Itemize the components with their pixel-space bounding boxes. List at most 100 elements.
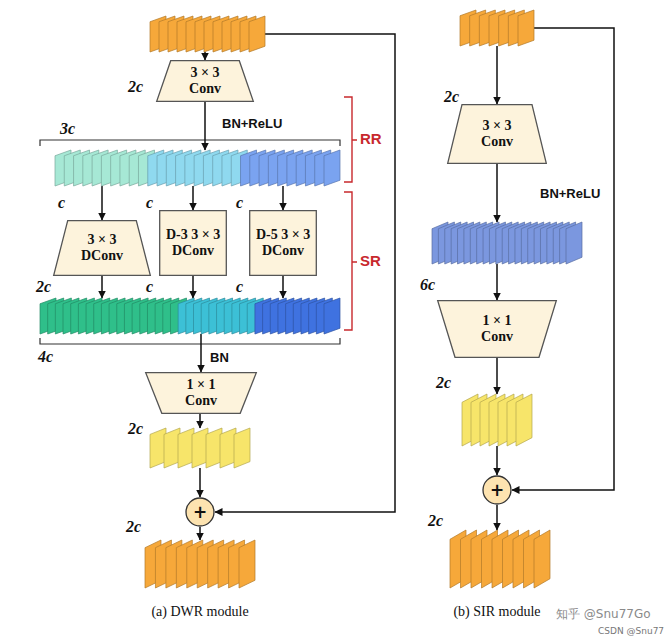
arrow-connector [496,505,498,530]
feature-sheet [324,298,340,334]
feature-map-stack: 2c [450,530,550,588]
conv-label: D-3 3 × 3 DConv [164,227,222,258]
conv-block: 3 × 3 DConv [53,220,151,276]
channel-label: 2c [428,512,443,530]
conv-outline [54,221,151,276]
feature-sheet [164,428,180,468]
sub-caption: (b) SIR module [453,604,540,620]
arrow-connector [496,264,498,300]
channel-label: c [146,278,153,296]
conv-label: D-5 3 × 3 DConv [254,227,312,258]
stack-shape [145,540,255,588]
arrow-connector [199,414,201,428]
add-sign: + [193,504,207,521]
conv-label: 1 × 1 Conv [468,313,526,344]
feature-sheet [234,428,250,468]
channel-label: 2c [128,78,143,96]
feature-map-stack: 6c [432,222,582,264]
conv-outline [146,373,257,414]
conv-label: 3 × 3 Conv [468,118,526,149]
sr-bracket [344,192,357,330]
conv-block: 1 × 1 Conv [437,300,557,358]
channel-label: 4c [38,348,53,366]
feature-sheet [324,150,340,186]
add-outline [483,476,511,504]
conv-block: 3 × 3 Conv [156,60,254,102]
stack-shape [55,150,340,186]
arrow-connector [496,46,498,104]
channel-label: 6c [420,276,435,294]
sub-caption: (a) DWR module [151,604,248,620]
arrow-connector [215,34,395,512]
arrow-connector [200,334,202,372]
arrow-connector [101,276,103,298]
feature-sheet [150,428,166,468]
stack-shape [150,428,250,468]
feature-map-stack: 2c [150,428,250,468]
rr-bracket [344,97,357,182]
channel-label: 2c [436,374,451,392]
feature-map-stack: 2c [462,394,532,446]
channel-label: 2c [126,518,141,536]
conv-outline [448,105,547,164]
arrow-connector [496,164,498,222]
conv-block: 3 × 3 Conv [447,104,547,164]
feature-sheet [516,394,532,446]
op-note: BN+ReLU [540,186,600,201]
arrow-connector [199,468,201,497]
arrow-connector [204,52,206,60]
watermark: 知乎 @Snu77Go [556,606,651,623]
arrow-connector [496,358,498,394]
channel-label: 2c [128,420,143,438]
feature-sheet [518,10,534,46]
conv-label: 3 × 3 DConv [73,232,131,263]
group-brace [40,338,340,344]
arrow-connector [496,446,498,475]
conv-block: D-5 3 × 3 DConv [249,210,317,276]
op-note: BN+ReLU [222,116,282,131]
stack-shape [40,298,340,334]
feature-map-stack: 2c [145,540,255,588]
conv-outline [438,301,557,358]
feature-sheet [206,428,222,468]
region-tag: RR [360,130,382,147]
conv-label: 3 × 3 Conv [176,65,234,96]
channel-label: c [236,194,243,212]
arrow-connector [192,186,194,210]
stack-shape [462,394,532,446]
feature-sheet [178,428,194,468]
watermark: CSDN @Snu77 [598,626,664,636]
stack-shape [432,222,582,264]
add-circle: + [185,497,215,527]
add-circle: + [482,475,512,505]
arrow-connector [204,102,206,150]
feature-map-stack: 2c [150,16,265,52]
arrow-connector [192,276,194,298]
op-note: BN [210,350,229,365]
conv-outline [250,211,317,276]
group-brace [40,140,340,146]
channel-label: c [236,278,243,296]
feature-sheet [220,428,236,468]
arrow-connector [282,186,284,210]
channel-label: 3c [60,120,75,138]
stack-shape [460,10,534,46]
feature-sheet [249,16,265,52]
add-outline [186,498,214,526]
conv-outline [160,211,227,276]
arrow-connector [512,28,614,490]
conv-outline [157,61,254,102]
add-sign: + [490,482,504,499]
stack-shape [450,530,550,588]
channel-label: 2c [444,88,459,106]
stack-shape [150,16,265,52]
arrow-connector [199,527,201,540]
feature-sheet [239,540,255,588]
conv-block: D-3 3 × 3 DConv [159,210,227,276]
feature-sheet [192,428,208,468]
conv-block: 1 × 1 Conv [145,372,257,414]
channel-label: c [58,194,65,212]
conv-label: 1 × 1 Conv [172,377,230,408]
arrow-connector [282,276,284,298]
feature-map-stack: 2c [460,10,534,46]
